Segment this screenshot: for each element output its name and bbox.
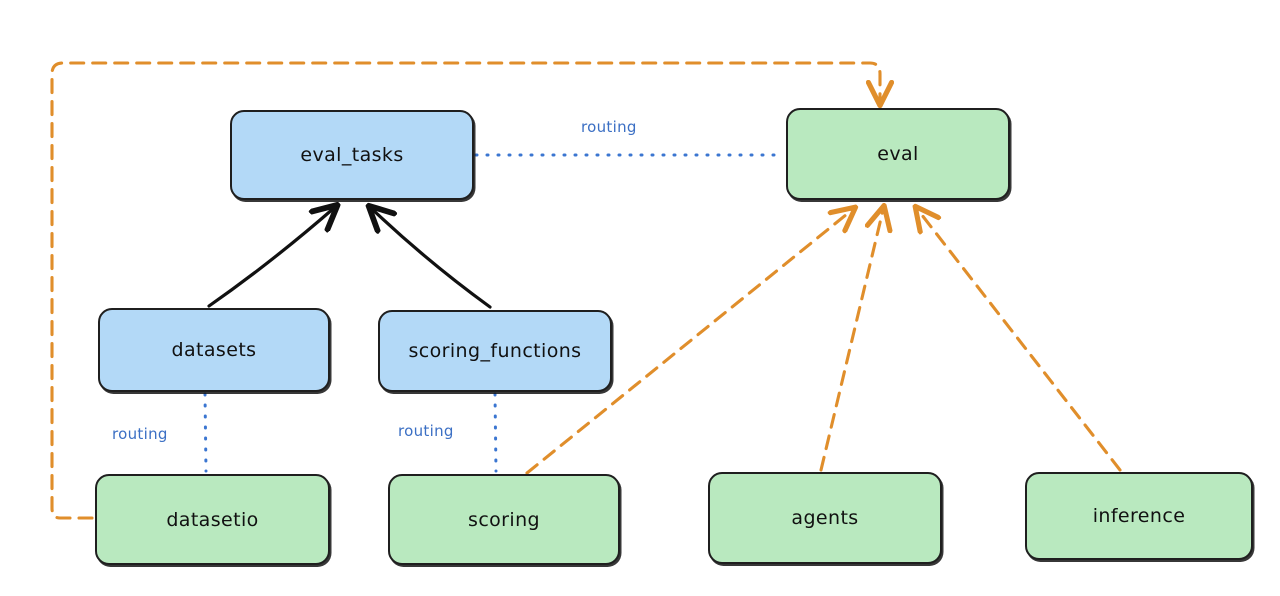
- node-label-agents: agents: [791, 507, 859, 529]
- node-agents[interactable]: agents: [708, 472, 942, 564]
- edge-inference-to-eval: [918, 210, 1122, 472]
- node-label-scoring: scoring: [468, 508, 540, 531]
- node-label-datasets: datasets: [171, 339, 257, 361]
- node-datasetio[interactable]: datasetio: [95, 474, 330, 565]
- node-label-scoring-functions: scoring_functions: [408, 340, 582, 362]
- edge-scoring-to-eval: [525, 210, 852, 475]
- edge-scoring-functions-to-eval-tasks: [372, 209, 492, 309]
- edge-label-routing-eval: routing: [581, 118, 637, 136]
- edge-datasetio-to-eval: [50, 61, 880, 520]
- edge-datasets-to-eval-tasks: [207, 208, 334, 308]
- node-label-eval: eval: [877, 143, 919, 165]
- node-label-inference: inference: [1092, 505, 1186, 527]
- node-eval-tasks[interactable]: eval_tasks: [230, 110, 474, 200]
- edge-scoring-functions-to-scoring: [493, 392, 498, 473]
- node-datasets[interactable]: datasets: [98, 308, 330, 392]
- edge-agents-to-eval: [819, 210, 883, 472]
- node-eval[interactable]: eval: [786, 108, 1010, 200]
- edge-label-routing-datasetio: routing: [112, 425, 168, 443]
- node-scoring-functions[interactable]: scoring_functions: [378, 310, 612, 392]
- edge-label-routing-scoring: routing: [398, 422, 454, 440]
- node-label-eval-tasks: eval_tasks: [300, 144, 404, 166]
- edge-datasets-to-datasetio: [203, 392, 208, 473]
- node-label-datasetio: datasetio: [166, 508, 259, 531]
- node-scoring[interactable]: scoring: [388, 474, 620, 565]
- node-inference[interactable]: inference: [1025, 472, 1253, 560]
